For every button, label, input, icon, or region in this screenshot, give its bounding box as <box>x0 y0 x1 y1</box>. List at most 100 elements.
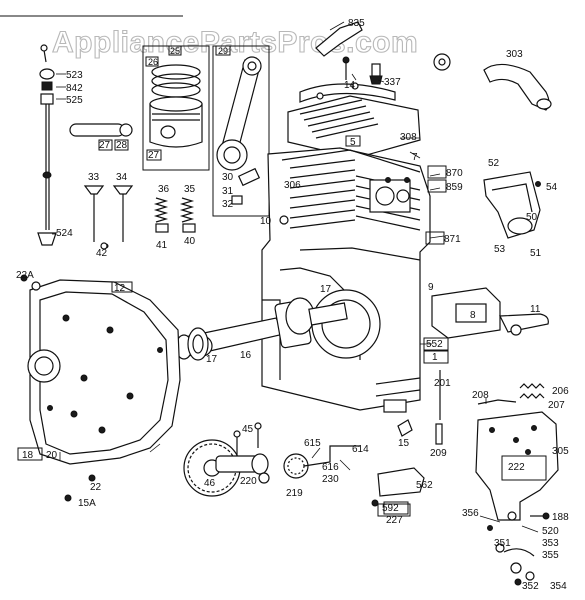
screw-209-part <box>435 423 443 445</box>
intake-elbow-part <box>483 63 552 111</box>
label-835: 835 <box>348 18 365 29</box>
label-615: 615 <box>304 438 321 449</box>
label-592: 592 <box>382 503 399 514</box>
label-207: 207 <box>548 400 565 411</box>
label-41: 41 <box>156 240 168 251</box>
label-9: 9 <box>428 282 434 293</box>
governor-crank-part <box>371 467 425 517</box>
label-8: 8 <box>470 310 476 321</box>
label-20: 20 <box>46 450 58 461</box>
label-34: 34 <box>116 172 128 183</box>
label-305: 305 <box>552 446 569 457</box>
spark-plug-part <box>369 63 383 85</box>
valves-part <box>83 185 134 249</box>
label-208: 208 <box>472 390 489 401</box>
label-45: 45 <box>242 424 254 435</box>
label-188: 188 <box>552 512 569 523</box>
label-40: 40 <box>184 236 196 247</box>
label-15a: 15A <box>78 498 96 509</box>
crankcase-cover-part <box>27 279 181 465</box>
label-1: 1 <box>432 352 438 363</box>
label-36: 36 <box>158 184 170 195</box>
oil-seal-part <box>187 327 209 361</box>
label-842: 842 <box>66 83 83 94</box>
label-7: 7 <box>412 152 418 163</box>
label-27b: 27 <box>148 150 160 161</box>
valve-springs-part <box>153 197 196 233</box>
label-5: 5 <box>350 137 356 148</box>
tappets-part <box>233 422 262 456</box>
label-523: 523 <box>66 70 83 81</box>
cylinder-head-part <box>287 82 421 159</box>
gear-220-part <box>258 472 270 484</box>
label-219: 219 <box>286 488 303 499</box>
cam-gear-part <box>183 439 269 497</box>
label-337: 337 <box>384 77 401 88</box>
label-209: 209 <box>430 448 447 459</box>
label-14: 14 <box>344 80 356 91</box>
watermark-text: AppliancePartsPros.com <box>52 26 418 59</box>
label-859: 859 <box>446 182 463 193</box>
label-12: 12 <box>114 283 126 294</box>
label-33: 33 <box>88 172 100 183</box>
label-614: 614 <box>352 444 369 455</box>
bracket-part <box>315 21 363 80</box>
label-18: 18 <box>22 450 34 461</box>
label-616: 616 <box>322 462 339 473</box>
label-53: 53 <box>494 244 506 255</box>
label-51: 51 <box>530 248 542 259</box>
label-308: 308 <box>400 132 417 143</box>
label-552: 552 <box>426 339 443 350</box>
label-28: 28 <box>116 140 128 151</box>
label-524: 524 <box>56 228 73 239</box>
label-52: 52 <box>488 158 500 169</box>
label-16: 16 <box>240 350 252 361</box>
label-35: 35 <box>184 184 196 195</box>
label-220: 220 <box>240 476 257 487</box>
wrist-pin-part <box>69 123 133 151</box>
label-30: 30 <box>222 172 234 183</box>
hardware-bottom-right <box>487 511 535 586</box>
piston-box <box>142 45 210 171</box>
label-351: 351 <box>494 538 511 549</box>
label-46: 46 <box>204 478 216 489</box>
muffler-part <box>483 171 541 239</box>
label-22: 22 <box>90 482 102 493</box>
label-354: 354 <box>550 581 567 592</box>
label-562: 562 <box>416 480 433 491</box>
label-25: 25 <box>170 46 180 56</box>
label-222: 222 <box>508 462 525 473</box>
label-42: 42 <box>96 248 108 259</box>
screw-15-part <box>397 419 413 437</box>
label-871: 871 <box>444 234 461 245</box>
label-520: 520 <box>542 526 559 537</box>
control-bracket-part <box>475 411 559 521</box>
label-54: 54 <box>546 182 558 193</box>
nut-part <box>433 53 451 71</box>
label-870: 870 <box>446 168 463 179</box>
connecting-rod-box <box>212 45 270 217</box>
label-230: 230 <box>322 474 339 485</box>
label-356: 356 <box>462 508 479 519</box>
label-17b: 17 <box>206 354 218 365</box>
label-353: 353 <box>542 538 559 549</box>
label-227: 227 <box>386 515 403 526</box>
label-15: 15 <box>398 438 410 449</box>
screw-188-part <box>530 512 550 520</box>
label-22a: 22A <box>16 270 34 281</box>
screws-bottom-left <box>20 274 96 502</box>
label-50: 50 <box>526 212 538 223</box>
label-306: 306 <box>284 180 301 191</box>
label-355: 355 <box>542 550 559 561</box>
label-303: 303 <box>506 49 523 60</box>
breather-part <box>431 287 549 339</box>
governor-gear-part <box>283 445 360 479</box>
label-525: 525 <box>66 95 83 106</box>
washer-42-part <box>100 242 108 250</box>
label-352: 352 <box>522 581 539 592</box>
label-26: 26 <box>148 57 158 67</box>
label-201: 201 <box>434 378 451 389</box>
label-11: 11 <box>530 304 541 315</box>
label-29: 29 <box>218 46 228 56</box>
label-206: 206 <box>552 386 569 397</box>
